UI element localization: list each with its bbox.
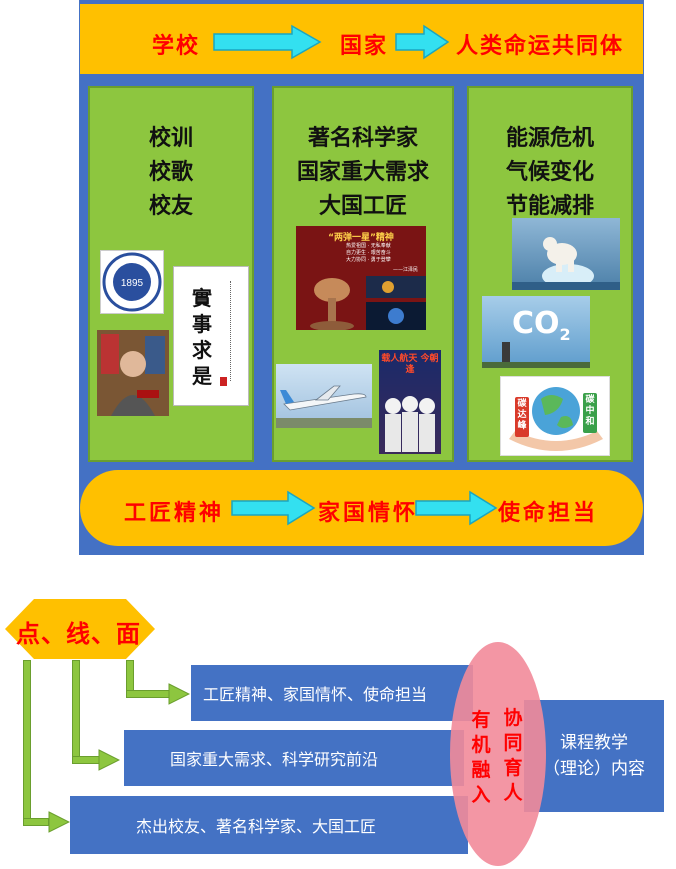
spaceflight-poster-image: 载人航天 今朝逢 [379,350,441,454]
column-nation-line3: 大国工匠 [318,194,407,219]
calligraphy-text: 實事求是 [192,286,212,388]
connector-horizontal-2 [72,756,100,764]
polar-bear-image [512,218,620,290]
oval-text-right: 协 同 育 人 [503,707,523,804]
header-item-community: 人类命运共同体 [456,34,625,59]
connector-arrowhead-2 [98,749,120,771]
footer-arrow-1 [231,490,316,526]
column-world-line3: 节能减排 [505,194,594,219]
connector-arrowhead-1 [48,811,70,833]
university-seal-image: 1895 [100,250,164,314]
connector-horizontal-1 [23,818,49,826]
calligraphy-image: 實事求是 [173,266,249,406]
header-arrow-1 [213,24,322,60]
seal-year: 1895 [121,278,144,289]
connector-horizontal-3 [126,690,170,698]
box-alumni: 杰出校友、著名科学家、大国工匠 [70,796,468,854]
footer-item-craftsmanship: 工匠精神 [124,501,225,526]
box-spirit: 工匠精神、家国情怀、使命担当 [191,665,473,721]
co2-label: CO2 [512,306,571,344]
two-bombs-poster-image: “两弹一星”精神 热爱祖国 · 无私奉献 自力更生 · 艰苦奋斗 大力协同 · … [296,226,426,330]
course-line-1: 课程教学 [560,733,628,753]
hexagon-shape [5,599,155,659]
header-item-nation: 国家 [340,34,389,59]
column-nation-line2: 国家重大需求 [296,160,429,185]
column-world-line1: 能源危机 [505,126,594,151]
badge-neutral-text: 碳中和 [585,395,595,427]
column-world-line2: 气候变化 [505,160,594,185]
column-school-line2: 校歌 [148,160,193,185]
footer-item-patriotism: 家国情怀 [318,501,419,526]
box-course-content: 课程教学 （理论）内容 [524,700,664,812]
integration-oval [450,642,546,866]
poster-title: “两弹一星”精神 [328,233,394,243]
course-line-2: （理论）内容 [543,759,645,779]
connector-vertical-2 [72,660,80,764]
footer-arrow-2 [415,490,498,526]
connector-arrowhead-3 [168,683,190,705]
column-nation-line1: 著名科学家 [307,126,418,151]
badge-peak-text: 碳达峰 [517,399,527,431]
column-school-line1: 校训 [148,126,193,151]
footer-band [80,470,643,546]
box-spirit-text: 工匠精神、家国情怀、使命担当 [203,685,428,704]
poster-line-2: 自力更生 · 艰苦奋斗 [346,250,391,256]
column-school-line3: 校友 [148,194,193,219]
box-national-needs-text: 国家重大需求、科学研究前沿 [170,750,379,769]
oval-text-left: 有 机 融 入 [471,709,491,806]
poster-line-1: 热爱祖国 · 无私奉献 [346,243,391,249]
header-band [80,4,643,74]
hexagon-label: 点、线、面 [16,620,141,648]
connector-vertical-1 [23,660,31,826]
airliner-image [276,364,372,428]
header-item-school: 学校 [152,34,201,59]
header-arrow-2 [395,24,450,60]
poster-credit: ——江泽民 [392,267,418,273]
poster-line-3: 大力协同 · 勇于登攀 [346,257,391,263]
box-national-needs: 国家重大需求、科学研究前沿 [124,730,464,786]
box-alumni-text: 杰出校友、著名科学家、大国工匠 [136,817,377,836]
carbon-neutral-image: 碳达峰 碳中和 [500,376,610,456]
spaceflight-text: 载人航天 今朝逢 [381,354,439,375]
footer-item-mission: 使命担当 [498,501,599,526]
co2-image: CO2 [482,296,590,368]
alumni-portrait-image [97,330,169,416]
